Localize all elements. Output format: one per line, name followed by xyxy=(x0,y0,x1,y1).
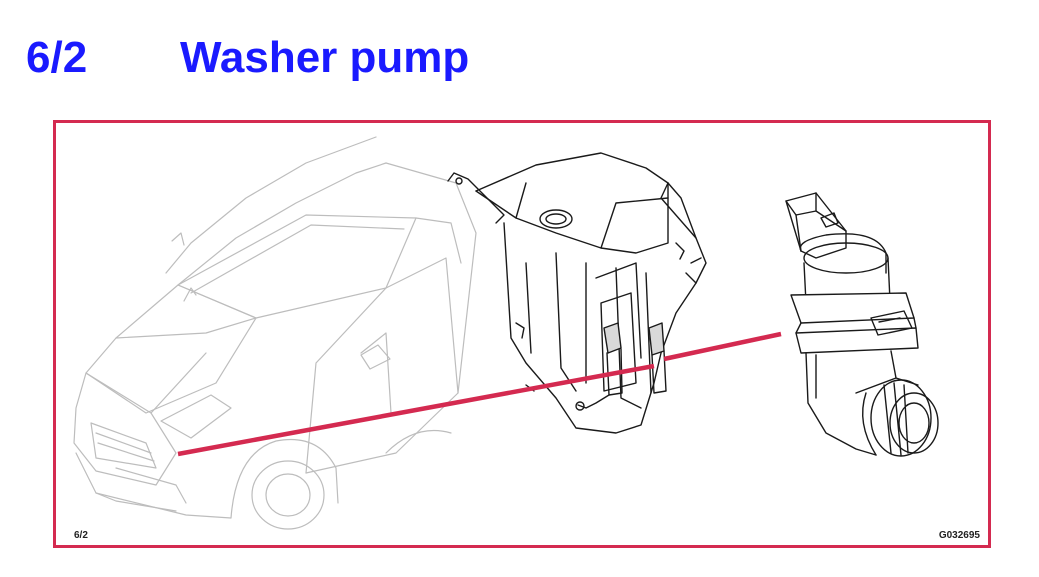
callout-line-car xyxy=(177,363,655,457)
car-illustration-icon xyxy=(73,136,477,530)
figure-code-label: G032695 xyxy=(938,530,980,541)
section-number: 6/2 xyxy=(26,33,88,82)
callout-lines xyxy=(177,331,782,457)
page-title: Washer pump xyxy=(180,33,470,82)
washer-pump-illustration-icon xyxy=(785,192,939,457)
callout-line-pump xyxy=(663,331,782,362)
figure-ref-label: 6/2 xyxy=(74,530,88,541)
washer-reservoir-illustration-icon xyxy=(447,152,707,434)
figure-frame: 6/2 G032695 xyxy=(53,120,991,548)
figure-illustration xyxy=(73,136,939,530)
